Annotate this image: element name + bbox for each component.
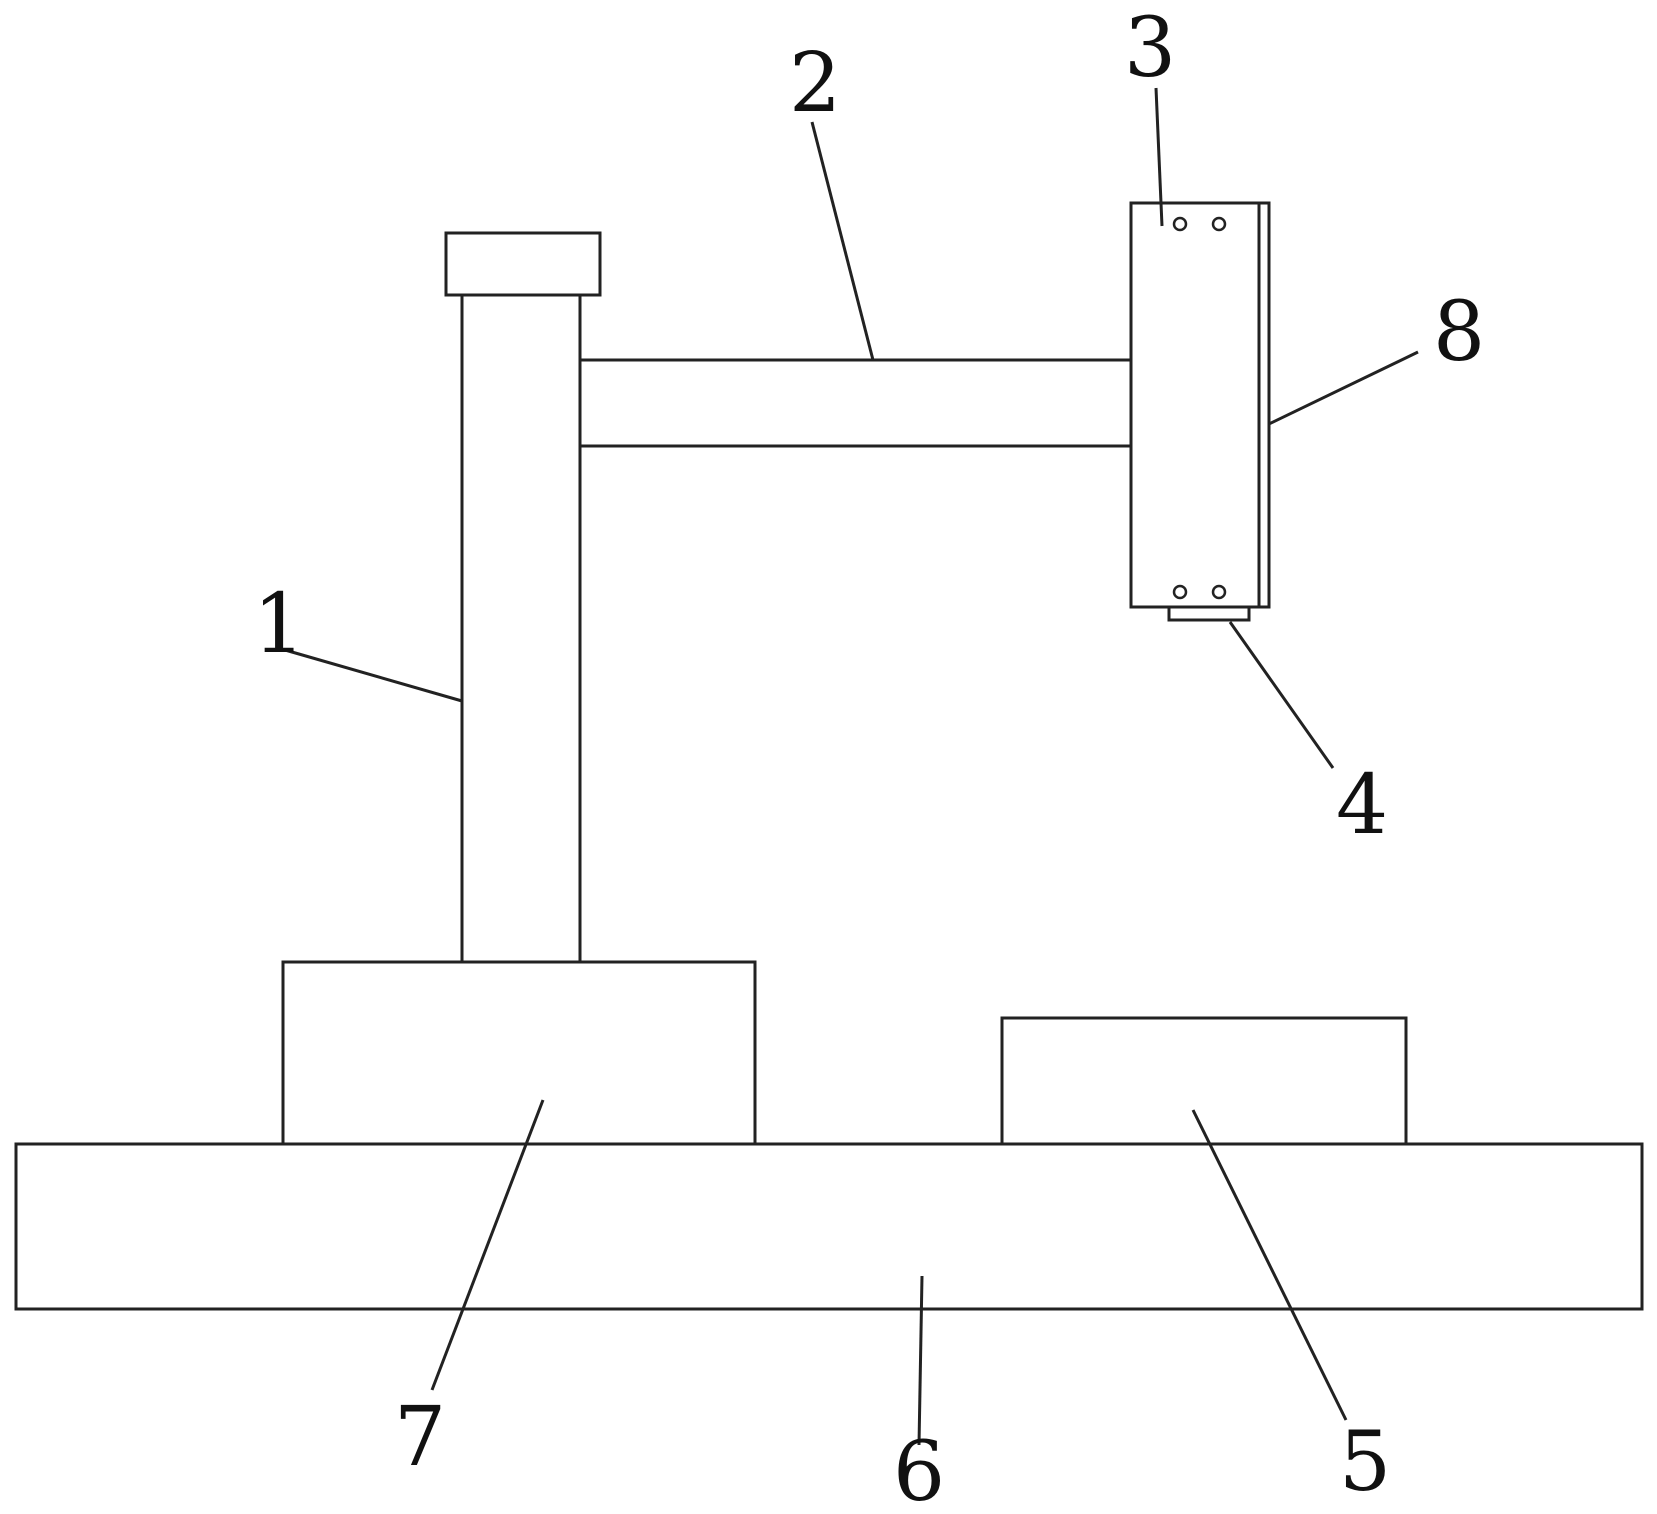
leader-line-1 (284, 648, 463, 703)
label-7: 7 (394, 1390, 446, 1485)
screw-hole (1211, 584, 1227, 600)
leader-line-3 (1154, 87, 1164, 227)
leader-line-4 (1228, 621, 1335, 769)
leader-line-6 (917, 1275, 924, 1446)
leader-line-5 (1191, 1109, 1348, 1421)
screw-hole (1211, 216, 1227, 232)
leader-line-8 (1268, 350, 1419, 426)
column (460, 293, 582, 964)
screw-hole (1172, 216, 1188, 232)
column-seat (281, 960, 757, 1146)
leader-line-2 (810, 121, 875, 361)
label-3: 3 (1124, 1, 1176, 96)
column-cap (444, 231, 602, 297)
label-2: 2 (789, 36, 841, 131)
horizontal-arm (578, 358, 1133, 448)
base-plate (14, 1142, 1644, 1311)
workpiece (1000, 1016, 1408, 1146)
label-1: 1 (253, 577, 305, 672)
head-block (1129, 201, 1261, 609)
label-5: 5 (1339, 1415, 1391, 1510)
nozzle (1167, 605, 1251, 622)
label-4: 4 (1336, 758, 1388, 853)
side-plate (1257, 201, 1271, 609)
label-6: 6 (893, 1425, 945, 1514)
screw-hole (1172, 584, 1188, 600)
label-8: 8 (1433, 285, 1485, 380)
leader-line-7 (430, 1099, 545, 1391)
